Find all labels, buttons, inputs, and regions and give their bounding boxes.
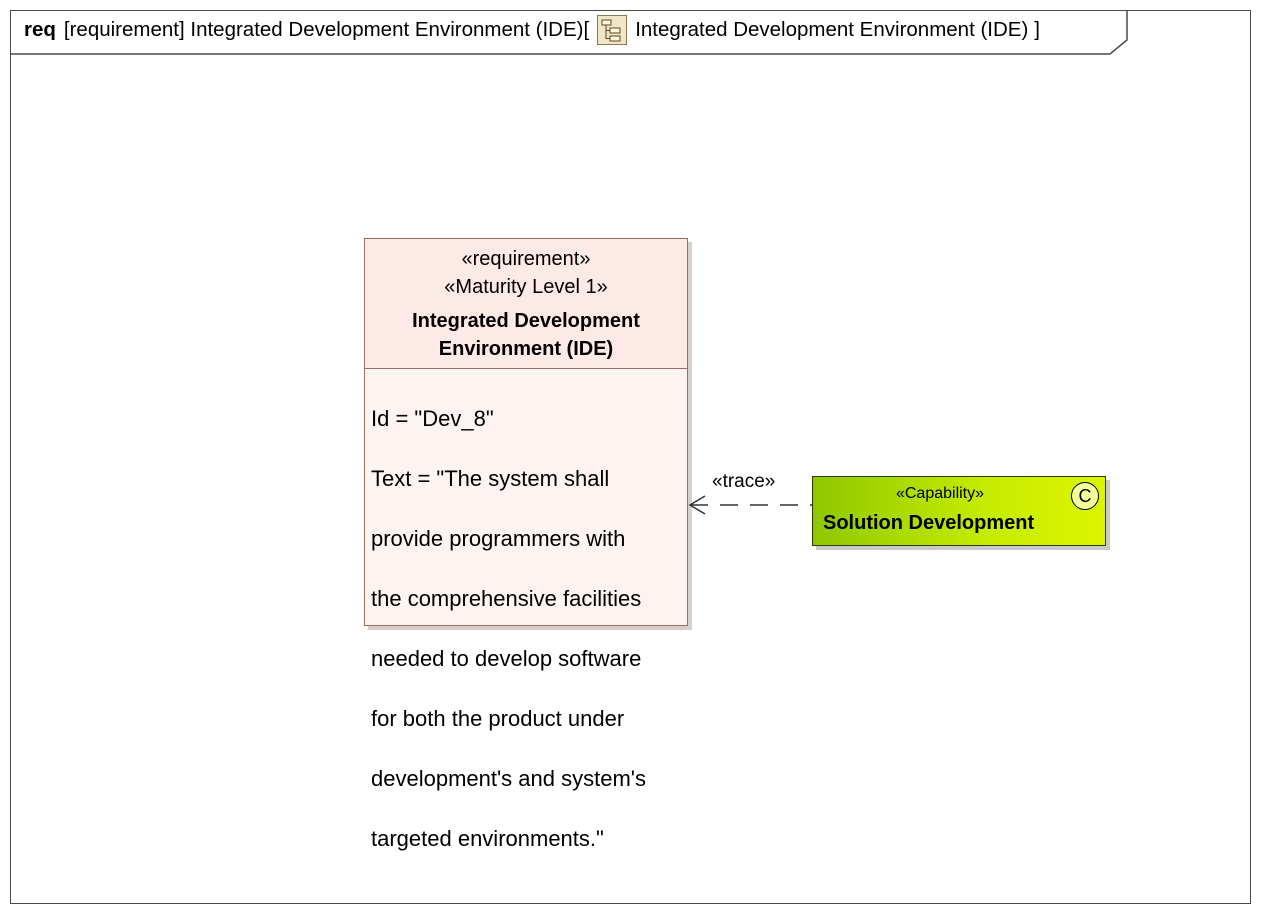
requirement-header: «requirement» «Maturity Level 1» Integra… xyxy=(365,239,687,369)
requirement-name-line: Environment (IDE) xyxy=(438,338,614,360)
requirement-text-line: needed to develop software xyxy=(371,646,642,671)
frame-header-tab xyxy=(10,11,1128,55)
requirement-properties: Id = "Dev_8" Text = "The system shall pr… xyxy=(365,369,687,884)
requirement-block[interactable]: «requirement» «Maturity Level 1» Integra… xyxy=(364,238,688,851)
capability-stereotype: «Capability» xyxy=(895,485,985,502)
header-closing-bracket: ] xyxy=(1034,18,1040,41)
requirement-name-line: Integrated Development xyxy=(412,310,640,332)
diagram-name: Integrated Development Environment (IDE) xyxy=(635,18,1029,41)
requirement-stereotype: «requirement» xyxy=(461,248,591,270)
requirement-text-line: development's and system's xyxy=(371,766,646,791)
diagram-kind-keyword: req xyxy=(24,18,56,41)
trace-label: «trace» xyxy=(712,471,776,492)
diagram-frame xyxy=(10,10,1251,904)
requirement-text-line: Text = "The system shall xyxy=(371,466,610,491)
requirement-text-line: targeted environments." xyxy=(371,826,604,851)
trace-dependency-arrow[interactable] xyxy=(680,490,820,520)
capability-c-icon: C xyxy=(1071,482,1099,510)
diagram-tree-icon xyxy=(597,15,628,45)
capability-block[interactable]: «Capability» Solution Development C xyxy=(812,476,1106,546)
requirement-text-line: provide programmers with xyxy=(371,526,626,551)
requirement-id: Id = "Dev_8" xyxy=(371,406,494,431)
maturity-stereotype: «Maturity Level 1» xyxy=(444,276,608,298)
requirement-text-line: for both the product under xyxy=(371,706,625,731)
requirement-text-line: the comprehensive facilities xyxy=(371,586,642,611)
diagram-header-text: [requirement] Integrated Development Env… xyxy=(63,18,590,41)
requirement-name: Integrated Development Environment (IDE) xyxy=(365,307,687,363)
capability-name: Solution Development xyxy=(823,512,1035,534)
frame-header: req [requirement] Integrated Development… xyxy=(24,15,1040,45)
